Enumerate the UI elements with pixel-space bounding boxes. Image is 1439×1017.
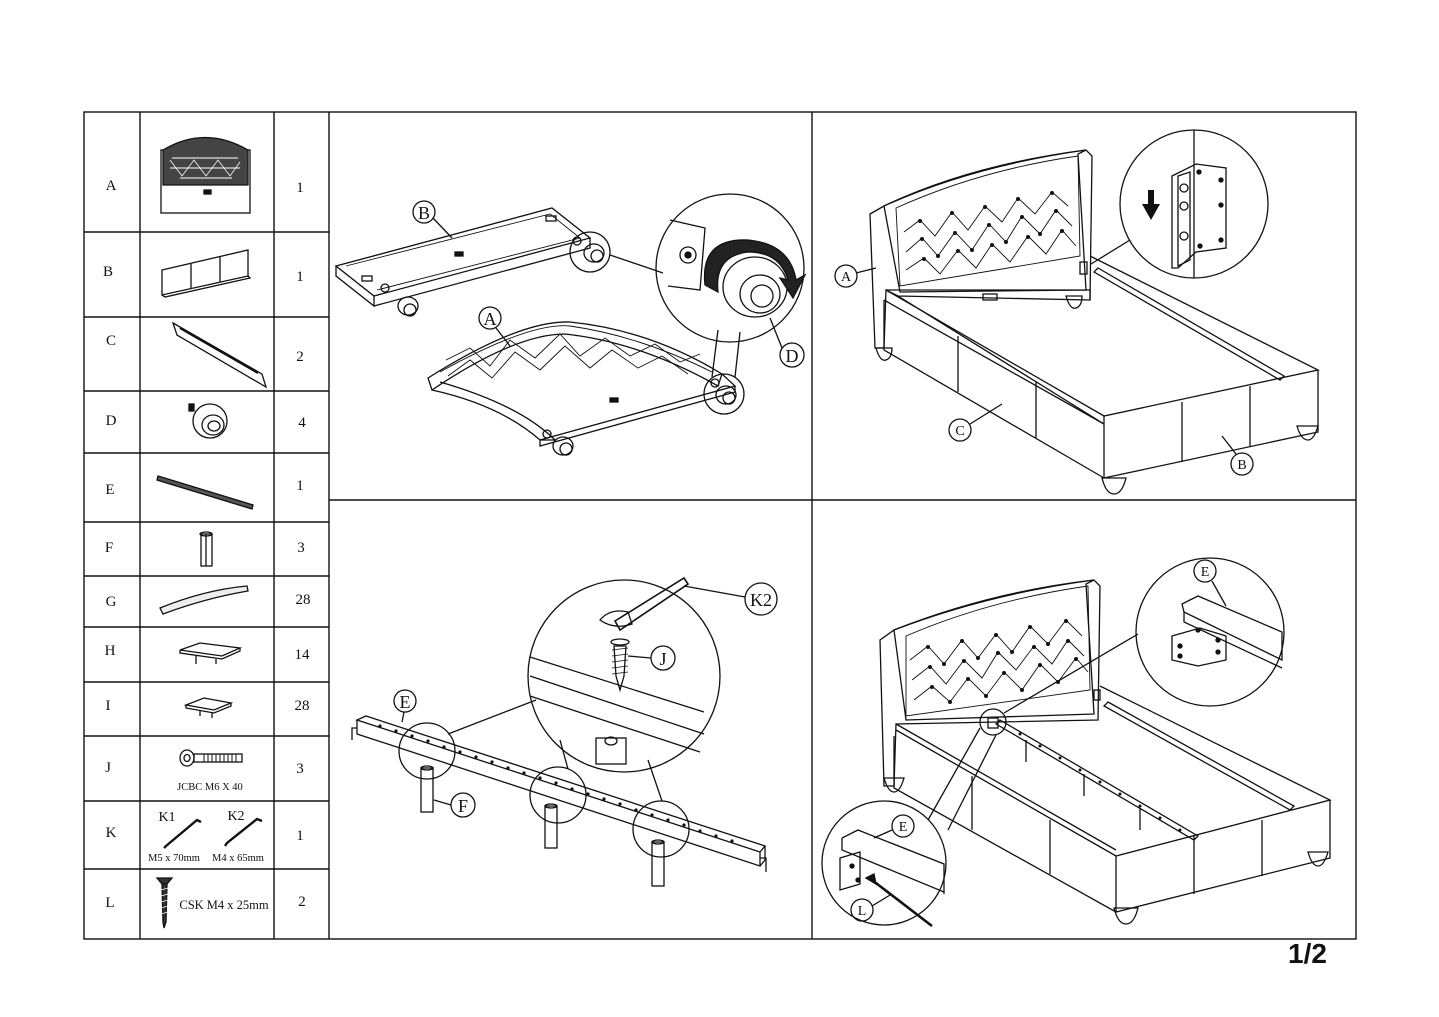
screw-spec-label: CSK M4 x 25mm — [179, 898, 269, 912]
bed-leg-icon — [188, 403, 228, 439]
part-letter-g: G — [106, 594, 117, 610]
step2-labels: A C B — [834, 264, 1254, 476]
step4-bed-frame — [879, 579, 1332, 925]
step4-labels: E E L — [850, 559, 1227, 922]
step1-headboard-a — [427, 321, 737, 456]
step1-magnifier — [655, 193, 805, 343]
bolt-spec-label: JCBC M6 X 40 — [177, 782, 243, 793]
part-qty-l: 2 — [298, 894, 306, 910]
step4-rail-holes — [1018, 732, 1182, 832]
part-qty-c: 2 — [296, 349, 304, 365]
part-letter-j: J — [105, 760, 111, 776]
allen-key-k2-icon — [224, 817, 263, 847]
step1-label-d: D — [786, 346, 799, 366]
double-slat-holder-icon — [179, 642, 243, 664]
sheet-grid — [83, 111, 1357, 940]
step3-allen-key — [613, 576, 690, 632]
allen-key-k2-spec: M4 x 65mm — [212, 853, 264, 864]
part-letter-c: C — [106, 333, 116, 349]
step1-label-a: A — [484, 309, 497, 329]
step4-magnifier-top — [1135, 557, 1285, 707]
part-qty-b: 1 — [296, 269, 304, 285]
side-rail-icon — [171, 321, 268, 389]
part-letter-k: K — [106, 825, 117, 841]
part-qty-d: 4 — [298, 415, 306, 431]
step4-callout-circles — [927, 633, 1139, 831]
step4-label-l: L — [858, 904, 867, 919]
step3-label-f: F — [458, 796, 468, 816]
step1-label-b: B — [418, 203, 430, 223]
part-letter-d: D — [106, 413, 117, 429]
arrow-down-icon — [1142, 190, 1160, 220]
step3-label-e: E — [400, 692, 411, 712]
step2-label-a: A — [841, 270, 852, 285]
screw-icon — [155, 877, 174, 929]
step3-support-feet — [420, 765, 665, 887]
center-rail-icon — [156, 475, 254, 510]
part-letter-a: A — [106, 178, 117, 194]
step2-bed-frame — [869, 149, 1320, 495]
part-letter-h: H — [105, 643, 116, 659]
headboard-icon — [160, 136, 251, 214]
step4-label-e-bottom: E — [899, 820, 908, 835]
rotate-arrow-icon — [703, 239, 807, 300]
step1-footboard-b — [334, 207, 605, 317]
allen-key-k1-label: K1 — [158, 810, 175, 825]
step1-labels: B A D — [412, 200, 805, 368]
step3-magnifier — [527, 579, 721, 773]
allen-key-k1-spec: M5 x 70mm — [148, 853, 200, 864]
part-qty-g: 28 — [296, 592, 311, 608]
single-slat-holder-icon — [183, 697, 234, 718]
footboard-panel-icon — [161, 249, 252, 298]
part-qty-j: 3 — [296, 761, 304, 777]
part-qty-a: 1 — [296, 180, 304, 196]
part-qty-e: 1 — [296, 478, 304, 494]
step3-label-k2: K2 — [750, 590, 772, 610]
step4-label-e-top: E — [1201, 565, 1210, 580]
tufting-buttons-step2 — [918, 191, 1064, 261]
step2-label-c: C — [955, 424, 964, 439]
step3-center-rail — [351, 715, 767, 872]
allen-key-k1-icon — [163, 818, 202, 849]
part-letter-e: E — [105, 482, 114, 498]
part-letter-f: F — [105, 540, 113, 556]
part-qty-k: 1 — [296, 828, 304, 844]
part-qty-h: 14 — [295, 647, 311, 663]
step1-callout-circles — [569, 231, 745, 415]
step3-callout-circles — [398, 699, 690, 858]
bolt-icon — [179, 749, 243, 767]
allen-key-k2-label: K2 — [227, 809, 244, 824]
slat-icon — [159, 585, 249, 615]
step3-labels: E F J K2 — [393, 582, 778, 818]
part-letter-l: L — [105, 895, 114, 911]
parts-letters: A B C D E F G H I J K L — [103, 178, 117, 911]
part-qty-i: 28 — [295, 698, 310, 714]
support-foot-icon — [199, 531, 213, 567]
step2-magnifier — [1090, 129, 1269, 279]
parts-quantities: 1 1 2 4 1 3 28 14 28 3 1 2 — [295, 180, 311, 910]
page-number: 1/2 — [1288, 938, 1327, 969]
step4-magnifier-bottom — [821, 800, 947, 928]
tufting-buttons-step4 — [926, 619, 1078, 704]
part-qty-f: 3 — [297, 540, 305, 556]
part-letter-i: I — [106, 698, 111, 714]
rail-holes — [378, 724, 734, 843]
step2-label-b: B — [1237, 458, 1246, 473]
part-letter-b: B — [103, 264, 113, 280]
step3-label-j: J — [659, 649, 666, 669]
